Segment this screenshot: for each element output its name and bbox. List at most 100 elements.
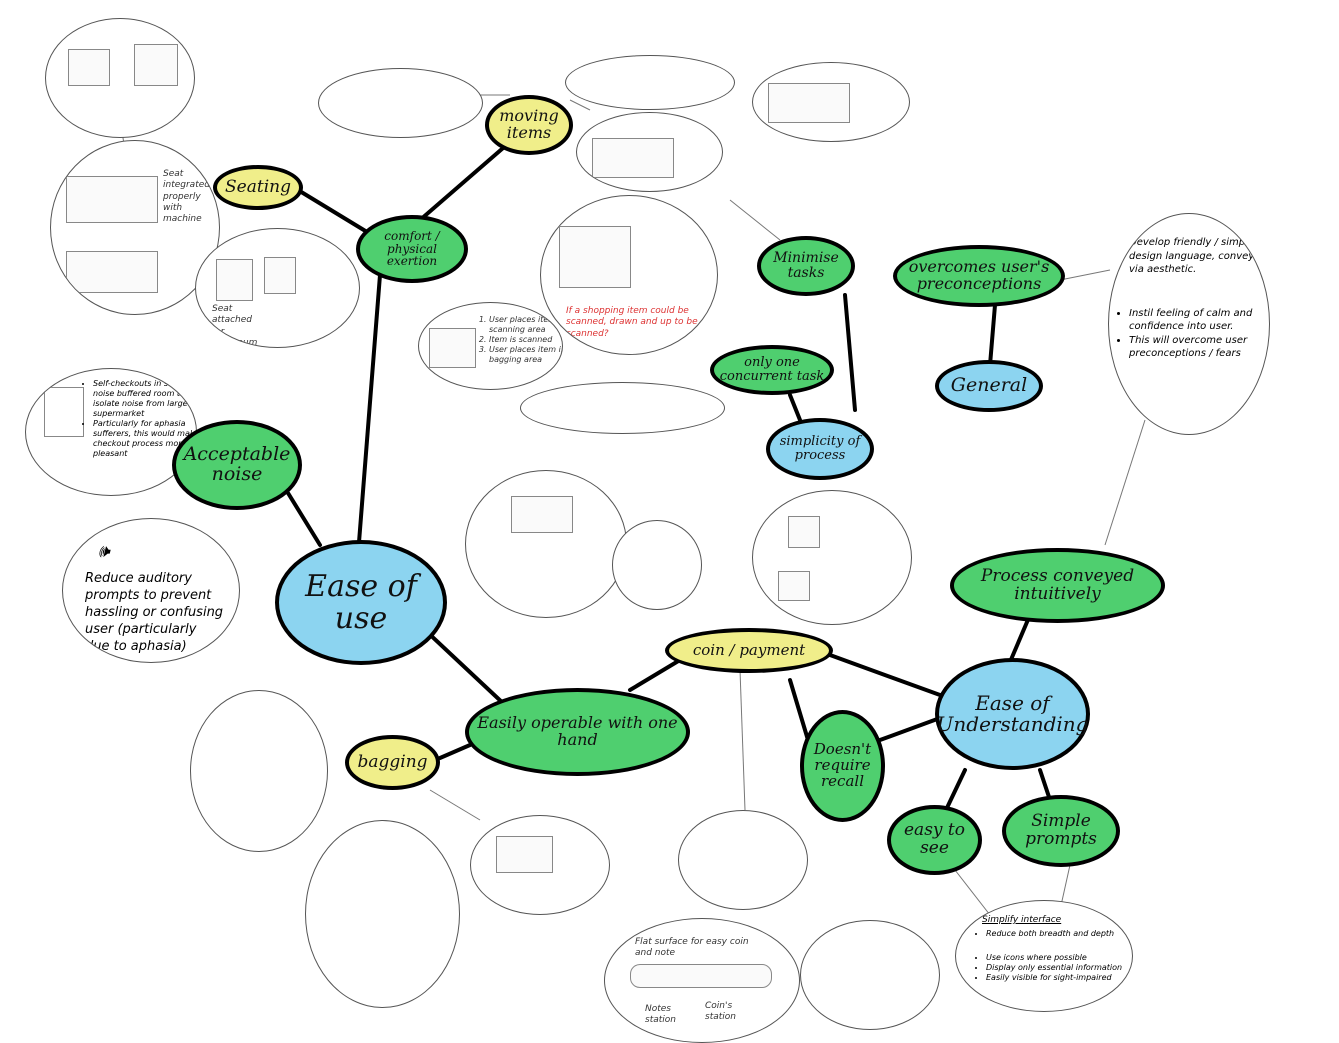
node-comfort: comfort / physical exertion	[356, 215, 468, 283]
general-note-1: Develop friendly / simple design languag…	[1129, 236, 1269, 277]
room-sketch	[44, 387, 84, 437]
link-comfort-moving	[418, 140, 512, 222]
node-coin-payment: coin / payment	[665, 628, 833, 673]
node-simplicity: simplicity of process	[766, 418, 874, 480]
simplify-item-4: Easily visible for sight-impaired	[986, 973, 1132, 983]
node-simple-prompts: Simple prompts	[1002, 795, 1120, 867]
sketch-bubble-seat-detail: Seat attached for maximum space	[195, 228, 360, 348]
node-ease-of-use: Ease of use	[275, 540, 447, 665]
link-minimise-simplicity	[843, 293, 857, 412]
noise-notes-list: Self-checkouts in separate, noise buffer…	[81, 379, 196, 459]
node-only-one: only one concurrent task	[710, 345, 834, 395]
sketch-bubble-stations: Flat surface for easy coin and note Note…	[604, 918, 800, 1043]
machine-sketch	[264, 257, 296, 294]
link-doesnt-ease-understanding	[878, 716, 942, 742]
machine-sketch	[66, 251, 158, 293]
thin-link-minimise	[729, 199, 781, 241]
link-ease-comfort	[356, 273, 382, 557]
node-minimise-tasks: Minimise tasks	[757, 236, 855, 296]
simplify-item-1: Reduce both breadth and depth	[986, 929, 1132, 939]
sketch-bubble-bag-tray	[470, 815, 610, 915]
node-easily-operable: Easily operable with one hand	[465, 688, 690, 776]
machine-sketch	[68, 49, 110, 86]
general-note-3: This will overcome user preconceptions /…	[1129, 334, 1269, 361]
node-doesnt-require-recall: Doesn't require recall	[800, 710, 885, 822]
sketch-bubble-bags	[190, 690, 328, 852]
thin-link-general-notes	[1059, 269, 1111, 281]
machine-sketch	[134, 44, 178, 86]
notes-station-label: Notes station	[645, 1004, 676, 1026]
sketch-bubble-lightup	[678, 810, 808, 910]
link-understanding-process	[1008, 613, 1032, 664]
noise-note-1: Self-checkouts in separate, noise buffer…	[93, 379, 196, 419]
simplify-list: Reduce both breadth and depth Use icons …	[974, 929, 1132, 983]
node-moving-items: moving items	[485, 95, 573, 155]
sketch-bubble-auditory: 🕪 Reduce auditory prompts to prevent has…	[62, 518, 240, 663]
general-notes-list: Develop friendly / simple design languag…	[1117, 236, 1269, 361]
general-note-2: Instil feeling of calm and confidence in…	[1129, 307, 1269, 334]
simplify-item-3: Display only essential information	[986, 963, 1132, 973]
sketch-bubble-far-right	[752, 62, 910, 142]
sketch-bubble-coin-slot	[612, 520, 702, 610]
link-coin-doesnt	[788, 678, 810, 742]
sketch-bubble-moving-top	[318, 68, 483, 138]
sketch-bubble-screen	[465, 470, 627, 618]
thin-link-process-notes	[1104, 419, 1146, 546]
node-acceptable-noise: Acceptable noise	[172, 420, 302, 510]
card-reader-sketch	[778, 571, 810, 601]
thin-link-moving-right	[569, 99, 591, 111]
sketch-bubble-simplify: Simplify interface Reduce both breadth a…	[955, 900, 1133, 1012]
comfort-note: Seat integrated properly with machine	[163, 169, 210, 224]
machine-sketch	[496, 836, 553, 873]
scan-step-3: User places item in bagging area	[489, 345, 562, 365]
link-coin-ease-understanding	[828, 653, 942, 697]
sketch-bubble-noise-room: Self-checkouts in separate, noise buffer…	[25, 368, 197, 496]
link-comfort-seating	[296, 188, 374, 237]
sketch-bubble-moving-right	[565, 55, 735, 110]
node-general: General	[935, 360, 1043, 412]
link-operable-bagging	[438, 743, 472, 760]
flat-surface-note: Flat surface for easy coin and note	[635, 937, 749, 959]
machine-sketch	[216, 259, 253, 301]
scan-steps-list: User places item in scanning area Item i…	[477, 315, 562, 365]
sketch-bubble-bag-notes	[305, 820, 460, 1008]
node-process-conveyed: Process conveyed intuitively	[950, 548, 1165, 623]
machine-sketch	[559, 226, 631, 288]
speaker-icon: 🕪	[98, 541, 110, 562]
red-note: If a shopping item could be scanned, dra…	[566, 306, 698, 339]
link-ease-operable	[423, 628, 507, 707]
link-operable-coin	[628, 658, 682, 692]
simplify-title: Simplify interface	[982, 915, 1062, 925]
sketch-bubble-faint-tray	[520, 382, 725, 434]
sketch-bubble-general-notes: Develop friendly / simple design languag…	[1108, 213, 1270, 435]
sketch-bubble-scan-steps: User places item in scanning area Item i…	[418, 302, 563, 390]
sketch-bubble-coin-tray	[800, 920, 940, 1030]
simplify-item-2: Use icons where possible	[986, 953, 1132, 963]
node-easy-to-see: easy to see	[887, 805, 982, 875]
machine-sketch	[592, 138, 674, 178]
scan-step-2: Item is scanned	[489, 335, 562, 345]
station-tray-sketch	[630, 964, 772, 988]
node-overcomes: overcomes user's preconceptions	[893, 245, 1065, 307]
sketch-bubble-smartphone	[752, 490, 912, 625]
machine-sketch	[66, 176, 158, 223]
sketch-bubble-scan-machine	[576, 112, 723, 192]
machine-sketch	[768, 83, 850, 123]
seat-note: Seat attached for maximum space	[212, 304, 258, 348]
screen-sketch	[511, 496, 573, 533]
sketch-bubble-pushed: If a shopping item could be scanned, dra…	[540, 195, 718, 355]
node-bagging: bagging	[345, 735, 440, 790]
link-understanding-easy	[943, 768, 967, 814]
person-sketch	[788, 516, 820, 548]
thin-link-coin-down	[739, 669, 746, 811]
link-onetask-simplicity	[788, 393, 802, 422]
auditory-note: Reduce auditory prompts to prevent hassl…	[85, 571, 224, 654]
node-seating: Seating	[213, 165, 303, 210]
scan-step-1: User places item in scanning area	[489, 315, 562, 335]
noise-note-2: Particularly for aphasia sufferers, this…	[93, 419, 196, 459]
link-overcomes-general	[988, 303, 997, 367]
machine-sketch	[429, 328, 476, 368]
sketch-bubble-top-left	[45, 18, 195, 138]
coins-station-label: Coin's station	[705, 1001, 736, 1023]
